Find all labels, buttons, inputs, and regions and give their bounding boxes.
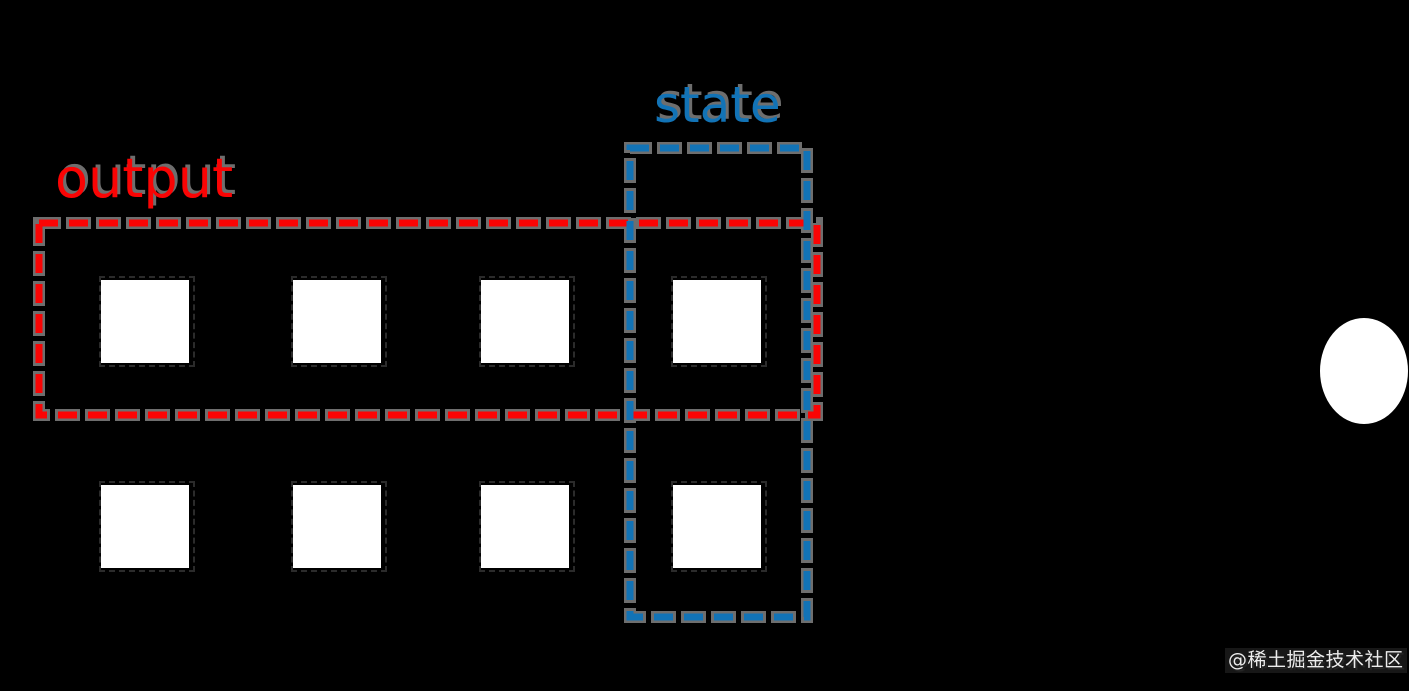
cell-r2-c4: [671, 481, 767, 572]
white-ellipse-decoration: [1320, 318, 1408, 424]
cell-r1-c3: [479, 276, 575, 367]
watermark: @稀土掘金技术社区: [1225, 648, 1407, 673]
cell-r1-c2: [291, 276, 387, 367]
output-label: output: [55, 147, 234, 210]
cell-r2-c1: [99, 481, 195, 572]
cell-r1-c1: [99, 276, 195, 367]
state-label: state: [654, 76, 781, 134]
cell-r1-c4: [671, 276, 767, 367]
cell-r2-c2: [291, 481, 387, 572]
cell-r2-c3: [479, 481, 575, 572]
